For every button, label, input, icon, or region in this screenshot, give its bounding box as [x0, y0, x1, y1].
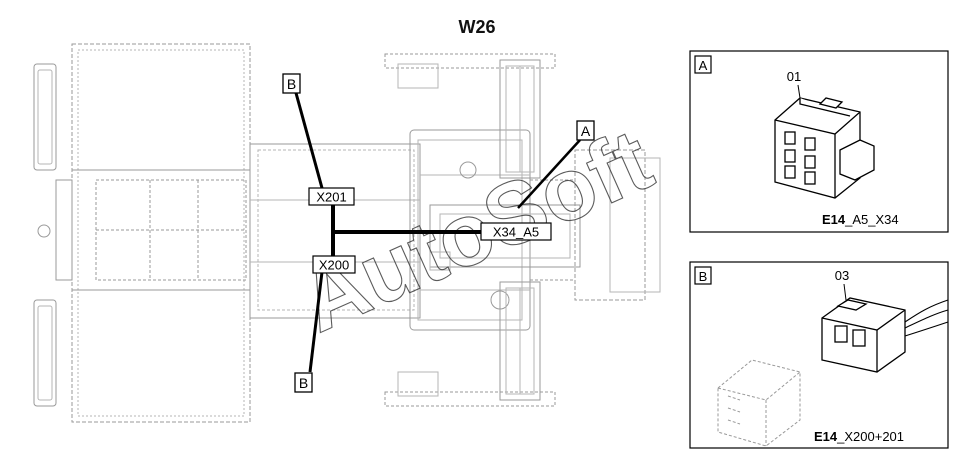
connector-03-illustration	[821, 297, 906, 373]
callout-b-bottom: B	[294, 372, 313, 393]
callout-a: A	[576, 120, 595, 141]
svg-text:B: B	[299, 375, 308, 391]
inset-b-tag: B	[699, 269, 708, 284]
inset-b-caption: E14_X200+201	[814, 429, 904, 444]
callout-b-top: B	[282, 73, 301, 94]
svg-text:B: B	[287, 76, 296, 92]
inset-b-tag-box	[694, 266, 712, 285]
leader-b-bottom	[308, 271, 324, 373]
connector-label-x34: X34_A5	[480, 222, 552, 241]
inset-a-tag-box	[694, 55, 712, 74]
svg-text:X201: X201	[316, 190, 346, 205]
svg-text:A: A	[581, 123, 591, 139]
inset-b-part-number: 03	[835, 268, 849, 283]
inset-a-caption: E14_A5_X34	[822, 212, 899, 227]
leader-a	[517, 139, 581, 209]
machine-drawing	[33, 43, 661, 423]
inset-a-panel: A 01 E14_A5_X34	[689, 50, 949, 233]
connector-label-x200: X200	[312, 255, 356, 274]
leader-b-top	[294, 92, 324, 189]
inset-a-tag: A	[699, 58, 708, 73]
svg-text:X200: X200	[319, 258, 349, 273]
mating-plug-illustration	[717, 359, 801, 447]
page-title: W26	[458, 17, 495, 37]
connector-label-x201: X201	[308, 187, 355, 206]
connector-03-wires	[904, 299, 949, 337]
harness-lines	[294, 92, 581, 373]
inset-b-panel: B 03 E14_X200+201	[689, 261, 949, 449]
svg-text:X34_A5: X34_A5	[493, 225, 539, 240]
connector-01-illustration	[774, 97, 875, 199]
inset-a-part-number: 01	[787, 69, 801, 84]
